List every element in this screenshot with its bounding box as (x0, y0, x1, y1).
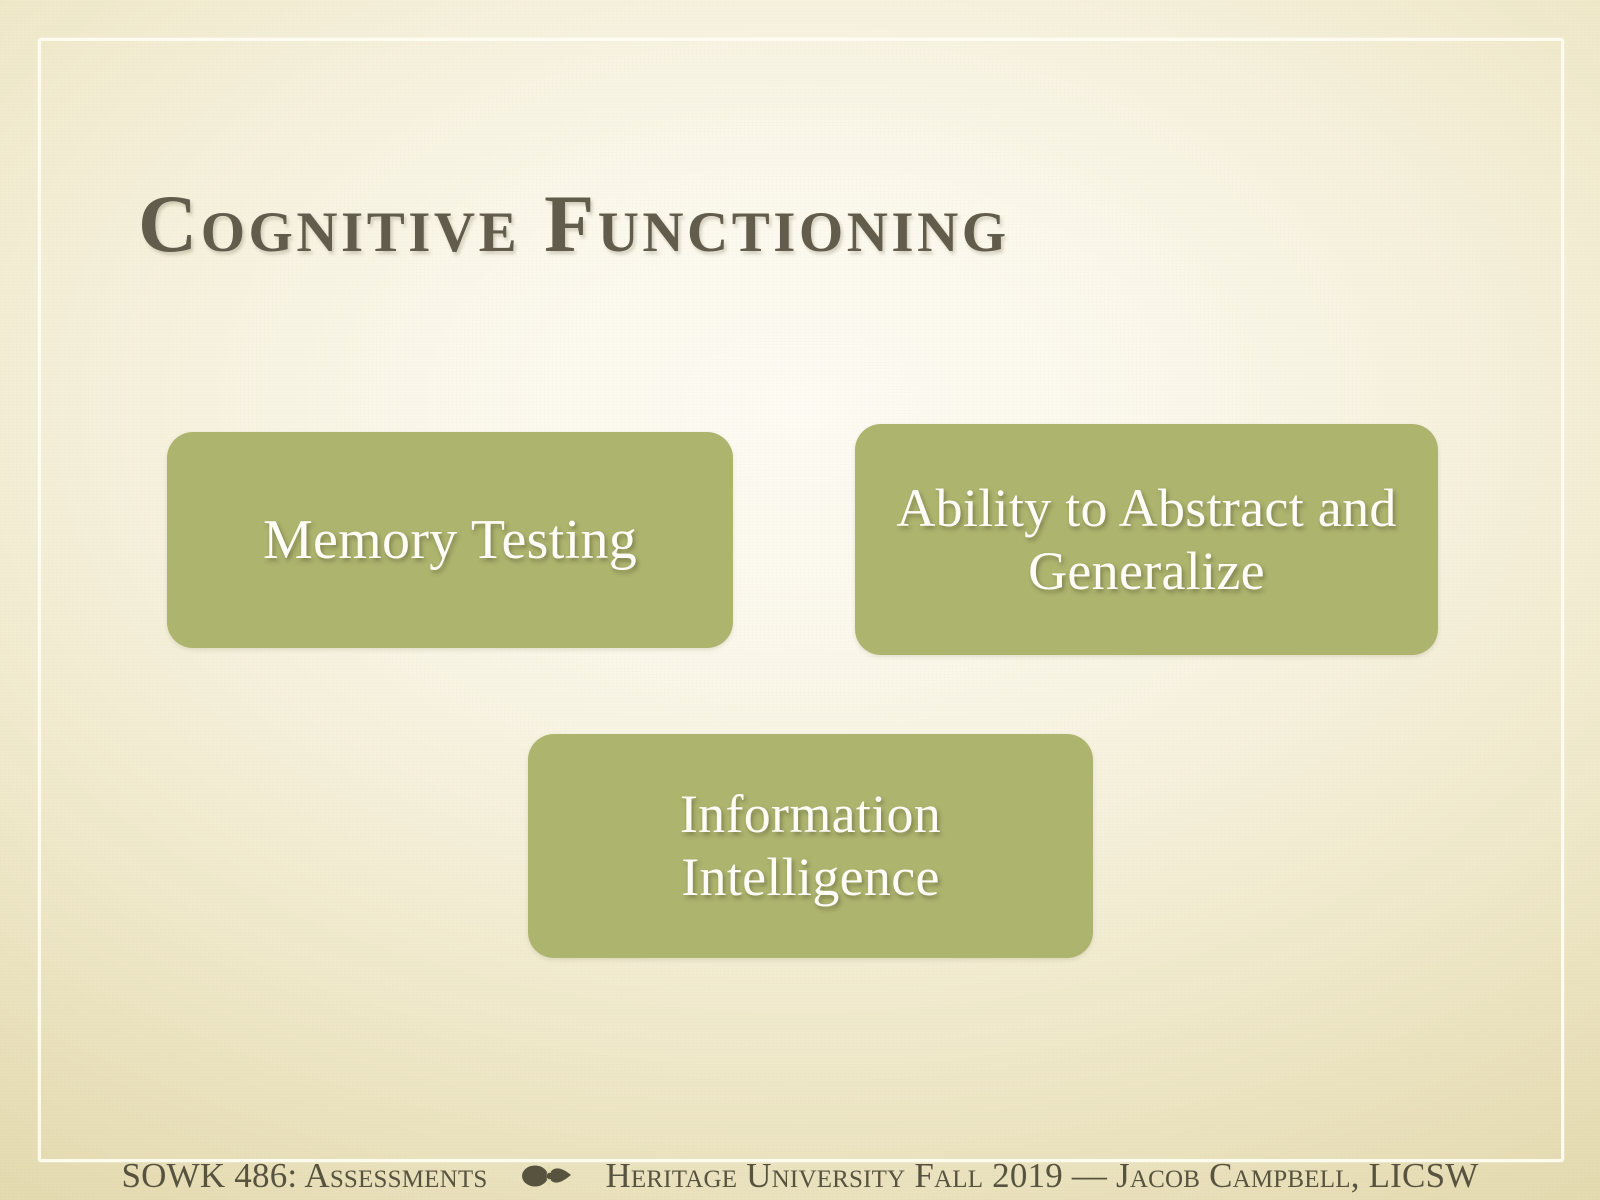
slide-footer: SOWK 486: Assessments Heritage Universit… (0, 1152, 1600, 1200)
card-memory-testing-label: Memory Testing (262, 508, 638, 571)
card-information-intelligence[interactable]: Information Intelligence (528, 734, 1093, 958)
card-information-intelligence-label: Information Intelligence (679, 784, 942, 907)
footer-course-label: SOWK 486: Assessments (121, 1156, 488, 1195)
card-ability-to-abstract-and-generalize[interactable]: Ability to Abstract and Generalize (855, 424, 1438, 655)
leaf-fleuron-ornament-icon (519, 1159, 573, 1193)
card-memory-testing[interactable]: Memory Testing (167, 432, 733, 648)
page-title: Cognitive Functioning (138, 177, 1010, 269)
footer-credit-label: Heritage University Fall 2019 — Jacob Ca… (605, 1156, 1479, 1195)
card-ability-to-abstract-and-generalize-label: Ability to Abstract and Generalize (896, 477, 1397, 601)
